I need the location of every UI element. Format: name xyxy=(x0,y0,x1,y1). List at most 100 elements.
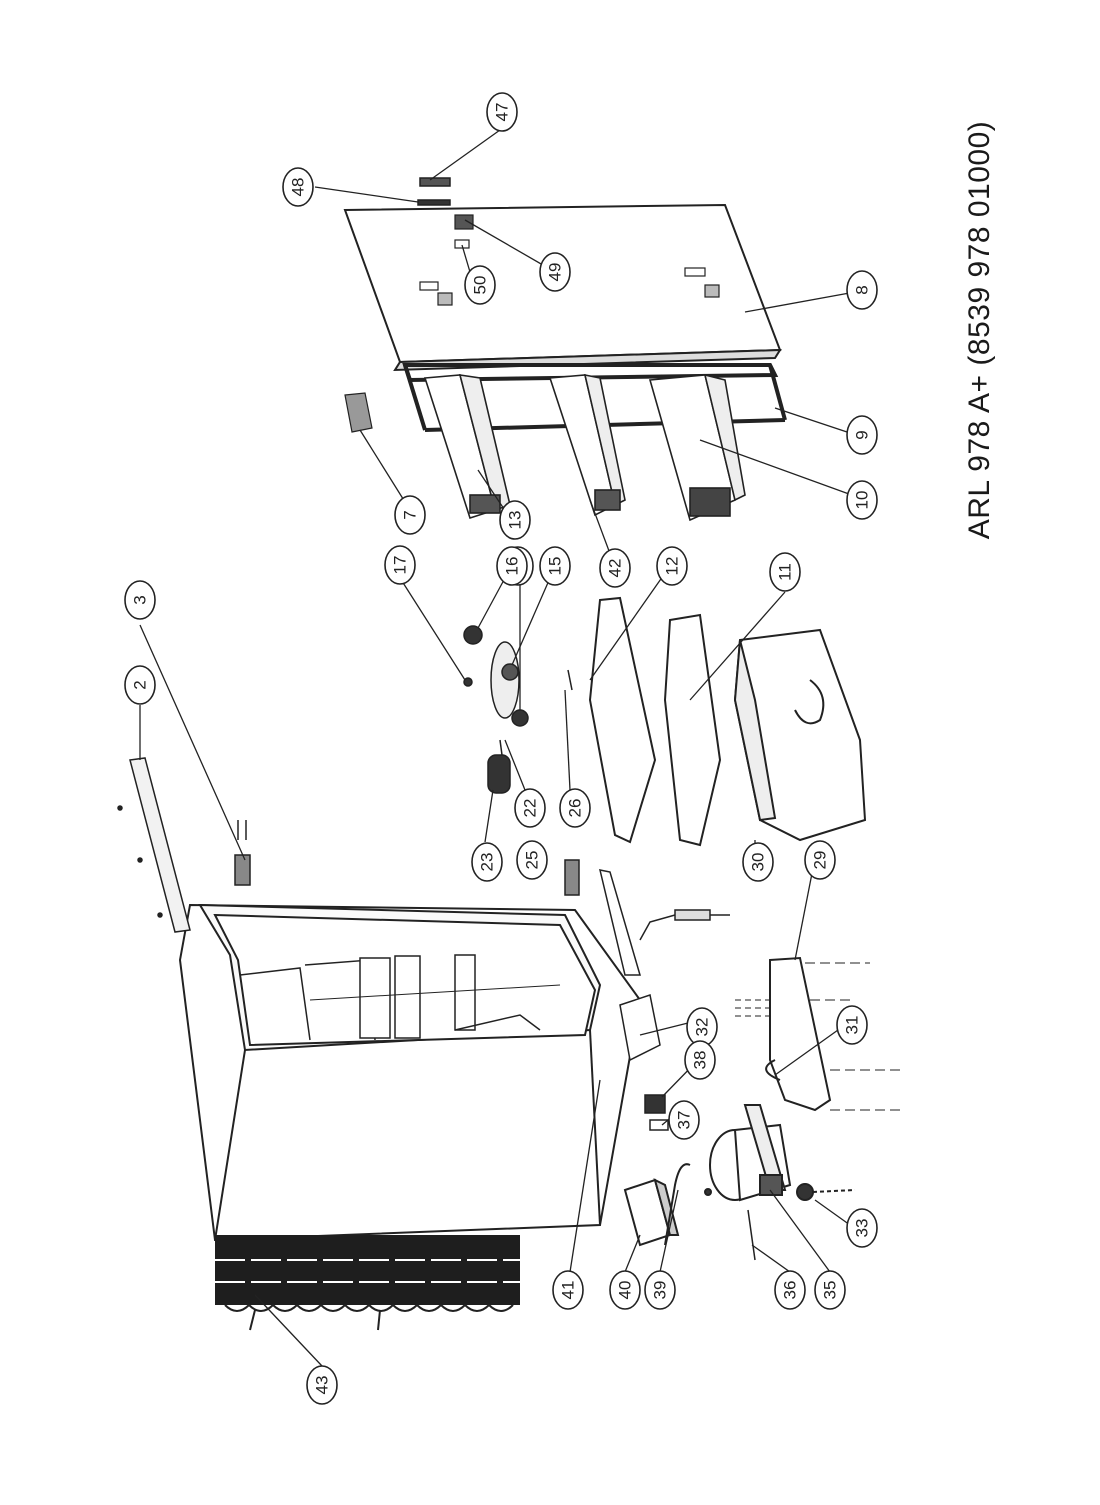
callout-7: 7 xyxy=(394,495,426,535)
callout-bubble xyxy=(804,840,836,880)
callout-label: 30 xyxy=(749,853,768,872)
callout-label: 12 xyxy=(663,557,682,576)
callout-bubble xyxy=(668,1100,700,1140)
crisper-drawer xyxy=(733,628,867,842)
callout-35: 35 xyxy=(814,1270,846,1310)
callout-label: 9 xyxy=(853,430,872,439)
callout-2: 2 xyxy=(124,665,156,705)
callout-label: 42 xyxy=(606,559,625,578)
callout-33: 33 xyxy=(846,1208,878,1248)
callout-31: 31 xyxy=(836,1005,868,1045)
callout-17: 17 xyxy=(384,545,416,585)
compressor xyxy=(704,1104,856,1202)
callout-label: 49 xyxy=(546,263,565,282)
callout-label: 8 xyxy=(853,285,872,294)
callout-29: 29 xyxy=(804,840,836,880)
callout-label: 40 xyxy=(616,1281,635,1300)
callout-bubble xyxy=(742,842,774,882)
callout-label: 17 xyxy=(391,556,410,575)
callout-bubble xyxy=(124,665,156,705)
callout-bubble xyxy=(486,92,518,132)
callout-bubble xyxy=(846,270,878,310)
callout-bubble xyxy=(846,1208,878,1248)
callout-label: 26 xyxy=(566,799,585,818)
callout-bubble xyxy=(552,1270,584,1310)
callout-label: 31 xyxy=(843,1016,862,1035)
callout-25: 25 xyxy=(516,840,548,880)
callout-bubble xyxy=(656,546,688,586)
callout-label: 37 xyxy=(675,1111,694,1130)
callout-16: 16 xyxy=(496,546,528,586)
callout-label: 22 xyxy=(521,799,540,818)
callout-32: 32 xyxy=(686,1007,718,1047)
callout-label: 13 xyxy=(506,511,525,530)
egg-tray xyxy=(344,392,373,433)
callout-48: 48 xyxy=(282,167,314,207)
callout-label: 48 xyxy=(289,178,308,197)
callout-bubble xyxy=(282,167,314,207)
callout-26: 26 xyxy=(559,788,591,828)
callout-bubble xyxy=(539,252,571,292)
callout-30: 30 xyxy=(742,842,774,882)
door-handle-parts xyxy=(417,177,451,206)
callout-bubble xyxy=(599,548,631,588)
callout-3: 3 xyxy=(124,580,156,620)
callout-label: 29 xyxy=(811,851,830,870)
callout-9: 9 xyxy=(846,415,878,455)
callout-23: 23 xyxy=(471,842,503,882)
hinge-bottom xyxy=(564,859,641,976)
callout-bubble xyxy=(124,580,156,620)
callout-label: 50 xyxy=(471,276,490,295)
callout-22: 22 xyxy=(514,788,546,828)
callout-label: 32 xyxy=(693,1018,712,1037)
spring-clip xyxy=(747,1209,756,1261)
glass-shelves xyxy=(588,596,722,847)
callout-bubble xyxy=(814,1270,846,1310)
callout-bubble xyxy=(384,545,416,585)
callout-label: 39 xyxy=(651,1281,670,1300)
callout-36: 36 xyxy=(774,1270,806,1310)
top-strip xyxy=(117,757,191,933)
callout-43: 43 xyxy=(306,1365,338,1405)
start-relay xyxy=(644,1094,669,1131)
callout-label: 11 xyxy=(776,563,795,581)
callout-label: 15 xyxy=(546,557,565,576)
base-plate xyxy=(735,956,900,1112)
callout-bubble xyxy=(609,1270,641,1310)
callout-40: 40 xyxy=(609,1270,641,1310)
callout-bubble xyxy=(464,265,496,305)
callout-bubble xyxy=(539,546,571,586)
callout-bubble xyxy=(559,788,591,828)
callout-47: 47 xyxy=(486,92,518,132)
callout-bubble xyxy=(496,546,528,586)
filter-box xyxy=(623,1163,691,1247)
callout-bubble xyxy=(846,415,878,455)
hinge-top xyxy=(234,820,251,886)
callout-bubble xyxy=(846,480,878,520)
callout-13: 13 xyxy=(499,500,531,540)
callout-bubble xyxy=(644,1270,676,1310)
door-racks xyxy=(423,373,746,522)
callout-label: 23 xyxy=(478,853,497,872)
callout-10: 10 xyxy=(846,480,878,520)
callout-bubble xyxy=(306,1365,338,1405)
callout-49: 49 xyxy=(539,252,571,292)
callout-bubble xyxy=(514,788,546,828)
callout-8: 8 xyxy=(846,270,878,310)
callout-15: 15 xyxy=(539,546,571,586)
callout-label: 7 xyxy=(401,510,420,519)
callout-38: 38 xyxy=(684,1040,716,1080)
callout-label: 43 xyxy=(313,1376,332,1395)
callout-bubble xyxy=(836,1005,868,1045)
callout-bubble xyxy=(684,1040,716,1080)
callout-11: 11 xyxy=(769,552,801,592)
callout-bubbles: 2378910111213141516172223252629303132333… xyxy=(124,92,878,1405)
callout-bubble xyxy=(471,842,503,882)
callout-bubble xyxy=(769,552,801,592)
condenser-coil xyxy=(215,1235,520,1331)
thermostat-assembly xyxy=(463,625,573,794)
callout-37: 37 xyxy=(668,1100,700,1140)
callout-50: 50 xyxy=(464,265,496,305)
